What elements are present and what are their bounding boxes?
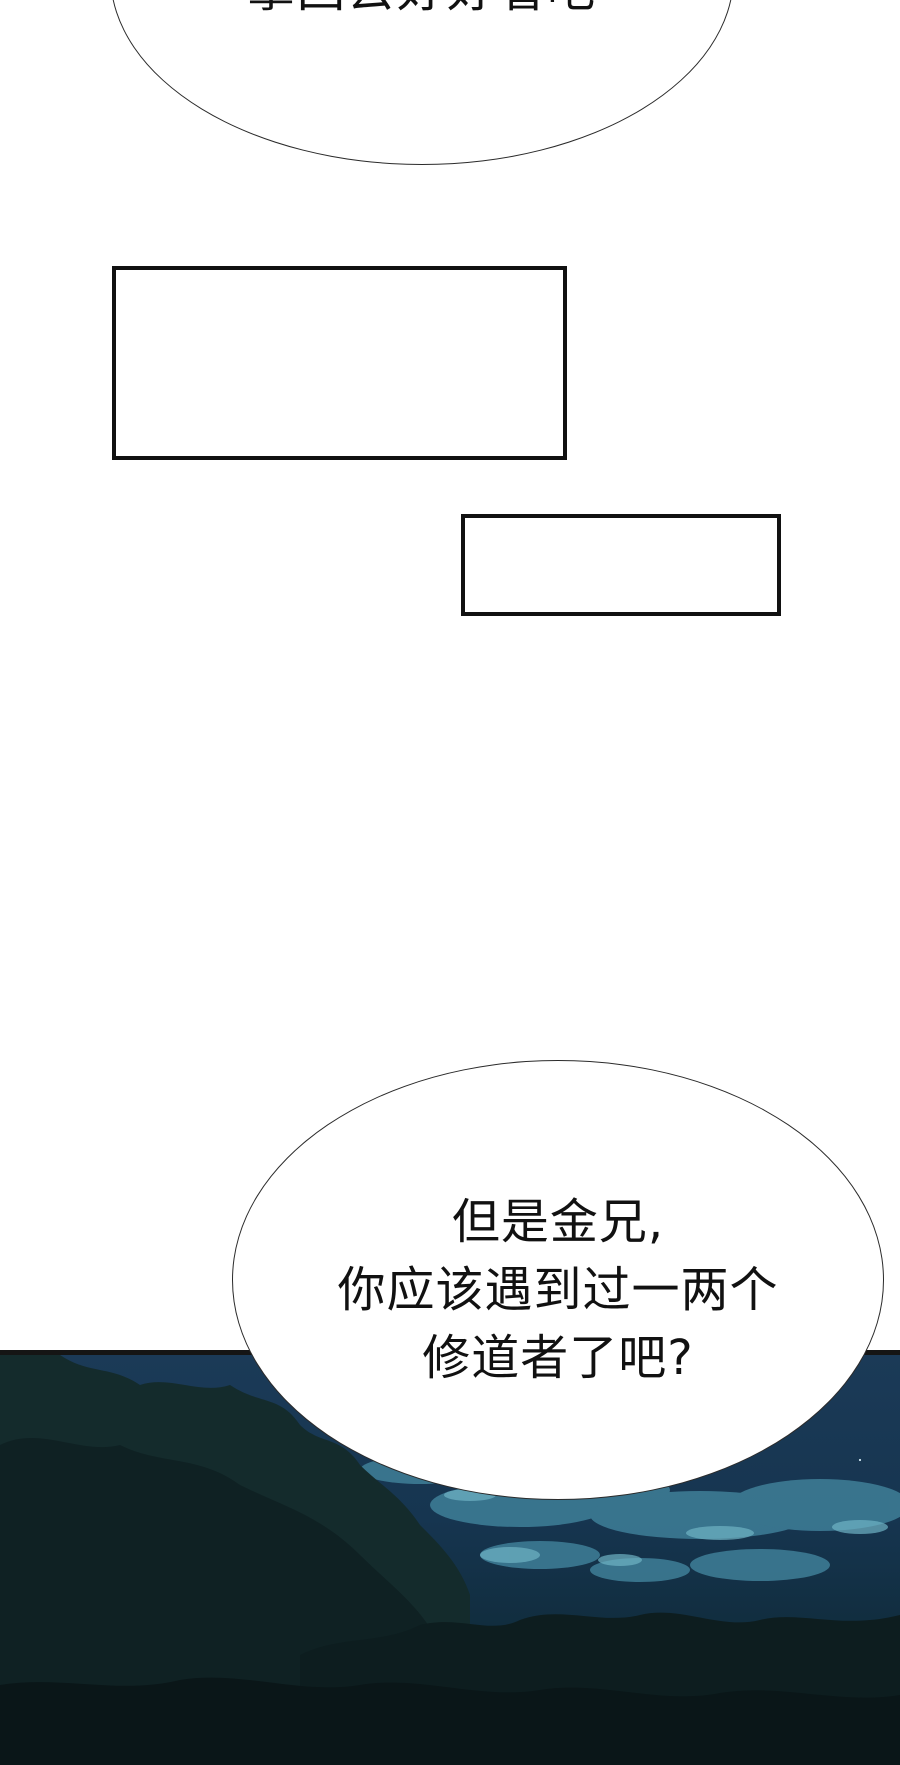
speech-bubble-line-3: 修道者了吧? <box>422 1330 694 1386</box>
speech-bubble-line-1: 但是金兄, <box>451 1194 665 1250</box>
cloud-highlights <box>444 1489 888 1566</box>
speech-bubble-bottom: 但是金兄, 你应该遇到过一两个 修道者了吧? <box>232 1060 884 1500</box>
speech-bubble-top-text: 拿回去好好看吧 <box>111 0 733 18</box>
speech-bubble-top: 拿回去好好看吧 <box>110 0 734 165</box>
empty-caption-box-small <box>461 514 781 616</box>
empty-caption-box <box>112 266 567 460</box>
tree-mass-bottom-front <box>0 1677 900 1765</box>
speech-bubble-line-2: 你应该遇到过一两个 <box>337 1262 779 1318</box>
